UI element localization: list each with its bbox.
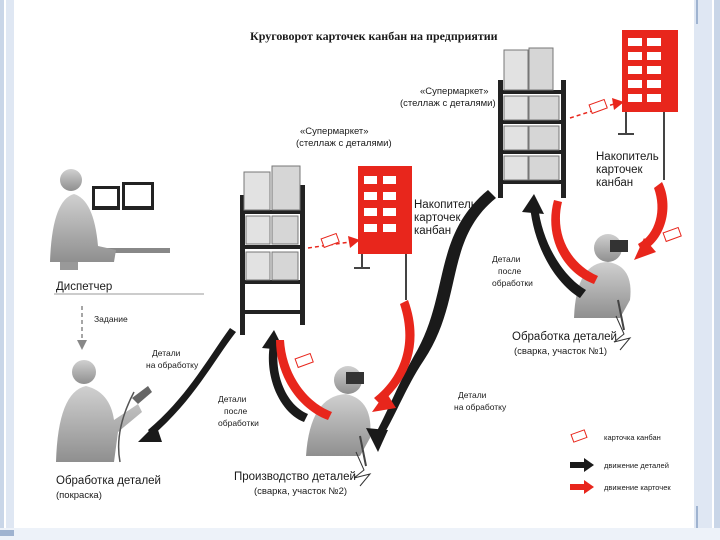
accumulator-label-top: Накопитель карточек канбан	[596, 151, 662, 189]
cards-flow-arrow-mid-return	[276, 340, 332, 420]
kanban-card-transfer-mid	[307, 232, 360, 249]
welding-worker-figure-mid	[306, 366, 372, 487]
legend-item-kanban-card: карточка канбан	[570, 429, 661, 443]
legend-label-cards-movement: движение карточек	[604, 483, 671, 492]
cards-flow-arrow-right	[638, 182, 668, 252]
parts-flow-arrow-top	[374, 190, 496, 440]
legend-item-parts-movement: движение деталей	[570, 458, 669, 472]
accumulator-label-mid: Накопитель карточек канбан	[414, 199, 480, 237]
painting-worker-figure	[56, 360, 152, 463]
kanban-card-icon	[294, 352, 314, 369]
supermarket-rack-mid	[240, 165, 305, 335]
parts-after-processing-label-mid: Детали после обработки	[218, 394, 259, 428]
supermarket-rack-top	[498, 47, 566, 198]
slide-frame-tick	[696, 506, 698, 540]
cards-flow-arrow-right-head	[634, 238, 656, 260]
legend-label-kanban-card: карточка канбан	[604, 433, 661, 442]
kanban-card-icon	[662, 226, 682, 243]
task-label: Задание	[94, 314, 128, 324]
task-arrow-head	[77, 340, 87, 350]
parts-flow-arrow-mid-return	[268, 344, 308, 422]
parts-flow-arrow-left	[148, 328, 236, 436]
kanban-cycle-diagram: Круговорот карточек канбан на предприяти…	[50, 29, 682, 501]
slide-frame-tick	[696, 0, 698, 24]
production-label-mid: Производство деталей (сварка, участок №2…	[234, 471, 359, 497]
slide-frame-right	[694, 0, 720, 540]
kanban-accumulator-board-top	[618, 30, 678, 180]
diagram-title: Круговорот карточек канбан на предприяти…	[250, 29, 498, 43]
legend-label-parts-movement: движение деталей	[604, 461, 669, 470]
parts-flow-arrow-top-head	[366, 428, 388, 452]
parts-flow-arrow-right-return	[530, 206, 586, 298]
supermarket-label-mid: «Супермаркет» (стеллаж с деталями)	[296, 126, 392, 149]
processing-label-right: Обработка деталей (сварка, участок №1)	[512, 331, 620, 357]
parts-to-processing-label-left: Детали на обработку	[146, 348, 199, 370]
kanban-card-transfer-top	[569, 98, 624, 119]
legend: карточка канбан движение деталей движени…	[570, 429, 671, 494]
cards-flow-arrow-mid	[374, 300, 415, 404]
supermarket-label-top: «Супермаркет» (стеллаж с деталями)	[400, 86, 496, 109]
parts-to-processing-label-mid: Детали на обработку	[454, 390, 507, 412]
legend-item-cards-movement: движение карточек	[570, 480, 671, 494]
slide-frame-bottom	[0, 528, 720, 540]
processing-label-left: Обработка деталей (покраска)	[56, 475, 164, 501]
slide-frame-bottom-tick	[0, 530, 14, 536]
parts-flow-arrow-left-head	[138, 424, 162, 442]
parts-after-processing-label-right: Детали после обработки	[492, 254, 533, 288]
cards-flow-arrow-right-return	[551, 200, 598, 284]
parts-flow-arrow-right-return-head	[522, 194, 544, 214]
dispatcher-label: Диспетчер	[56, 281, 112, 293]
dispatcher-figure	[50, 169, 170, 270]
cards-flow-arrow-mid-head	[372, 392, 396, 412]
kanban-accumulator-board-mid	[354, 166, 412, 300]
slide-frame-left	[0, 0, 14, 540]
